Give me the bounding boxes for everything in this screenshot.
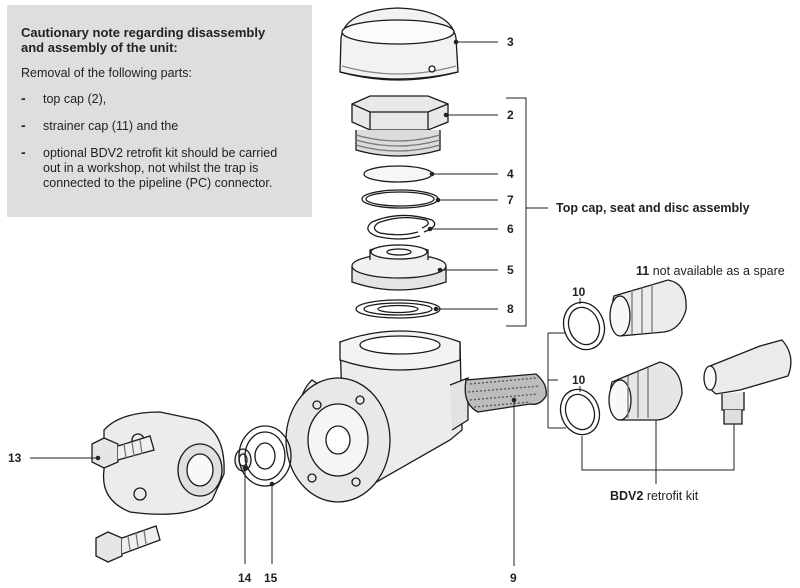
part-split-ring-6 <box>367 214 436 240</box>
note-item-text-line3: connected to the pipeline (PC) connector… <box>43 176 273 190</box>
part-disc-5 <box>351 244 447 291</box>
note-item-top-cap: - top cap (2), <box>21 90 298 107</box>
caption-assembly: Top cap, seat and disc assembly <box>556 201 750 215</box>
part-valve-fitting <box>703 339 792 425</box>
note-list: - top cap (2), - strainer cap (11) and t… <box>21 90 298 191</box>
part-bolt-13-upper <box>91 435 155 469</box>
label-10-lower: 10 <box>572 373 586 387</box>
label-13: 13 <box>8 451 22 465</box>
caption-bdv2-name: BDV2 <box>610 489 643 503</box>
label-5: 5 <box>507 263 514 277</box>
leader-lines <box>30 39 735 566</box>
part-gasket-8 <box>355 299 441 319</box>
note-title-line1: Cautionary note regarding disassembly <box>21 25 266 40</box>
label-10-upper: 10 <box>572 285 586 299</box>
part-ring-4 <box>363 165 433 183</box>
note-title: Cautionary note regarding disassembly an… <box>21 25 298 55</box>
note-dash: - <box>21 117 26 133</box>
part-bolt-13-lower <box>95 525 161 563</box>
label-8: 8 <box>507 302 514 316</box>
part-gasket-15 <box>238 425 292 487</box>
part-bdv2-adaptor <box>608 361 683 421</box>
part-hex-seat <box>351 95 449 157</box>
label-7: 7 <box>507 193 514 207</box>
note-intro: Removal of the following parts: <box>21 66 192 80</box>
note-dash: - <box>21 144 26 160</box>
note-item-text: strainer cap (11) and the <box>43 119 179 133</box>
part-ring-7 <box>361 189 439 209</box>
part-strainer-cap-11 <box>609 279 687 337</box>
note-item-text-line2: out in a workshop, not whilst the trap i… <box>43 161 259 175</box>
caption-bdv2-text: retrofit kit <box>643 489 698 503</box>
label-9: 9 <box>510 571 517 585</box>
note-item-text-line1: optional BDV2 retrofit kit should be car… <box>43 146 278 160</box>
cautionary-note-panel: Cautionary note regarding disassembly an… <box>7 5 312 217</box>
part-washer-10-lower <box>559 388 601 436</box>
label-14: 14 <box>238 571 252 585</box>
note-dash: - <box>21 90 26 106</box>
label-6: 6 <box>507 222 514 236</box>
label-4: 4 <box>507 167 514 181</box>
caption-bdv2: BDV2 retrofit kit <box>610 489 699 503</box>
caption-spare-number: 11 <box>636 264 649 278</box>
part-trap-body <box>285 330 469 503</box>
part-labels: 3 2 4 7 6 5 8 10 10 13 14 15 9 Top cap, … <box>8 35 785 585</box>
note-item-strainer-cap: - strainer cap (11) and the <box>21 117 298 134</box>
note-item-text: top cap (2), <box>43 92 107 106</box>
label-3: 3 <box>507 35 514 49</box>
part-top-cap <box>339 7 459 81</box>
note-title-line2: and assembly of the unit: <box>21 40 178 55</box>
part-strainer-screen-9 <box>464 373 547 413</box>
caption-spare-text: not available as a spare <box>649 264 785 278</box>
caption-spare: 11 not available as a spare <box>636 264 785 278</box>
part-washer-10-upper <box>562 301 606 351</box>
note-item-bdv2: - optional BDV2 retrofit kit should be c… <box>21 144 298 191</box>
label-2: 2 <box>507 108 514 122</box>
label-15: 15 <box>264 571 278 585</box>
part-flange-connector <box>102 411 225 515</box>
